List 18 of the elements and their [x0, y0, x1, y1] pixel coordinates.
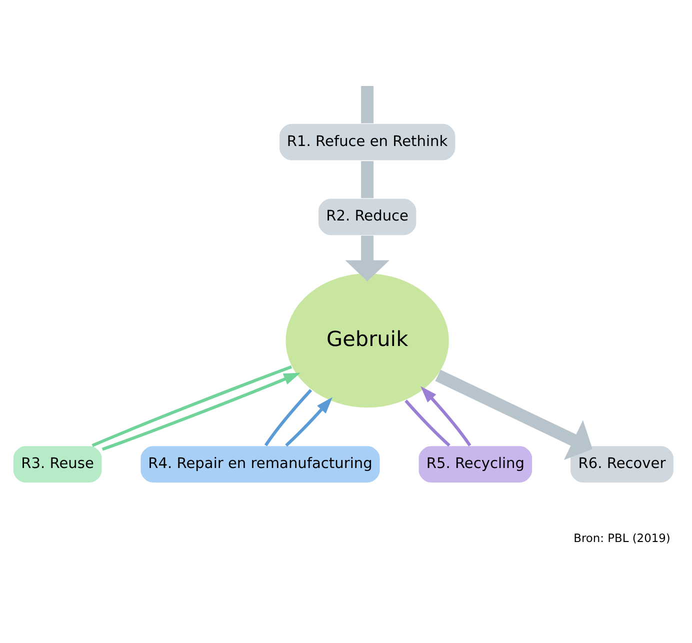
connector — [361, 86, 374, 124]
node-box: R3. Reuse — [12, 445, 103, 484]
node-box: R1. Refuce en Rethink — [278, 122, 456, 162]
arrow — [285, 397, 332, 447]
node-box: R5. Recycling — [418, 445, 534, 484]
node-ellipse: Gebruik — [284, 272, 450, 409]
label: Bron: PBL (2019) — [574, 531, 670, 546]
node-box: R4. Repair en remanufacturing — [140, 445, 381, 484]
connector — [361, 161, 374, 198]
connector — [404, 400, 450, 447]
arrow — [345, 236, 390, 282]
arrow — [420, 386, 472, 446]
node-box: R6. Recover — [570, 445, 674, 484]
connector — [92, 365, 292, 447]
connector — [264, 389, 312, 446]
node-box: R2. Reduce — [317, 198, 418, 236]
arrow — [102, 372, 300, 451]
arrow — [435, 370, 592, 460]
